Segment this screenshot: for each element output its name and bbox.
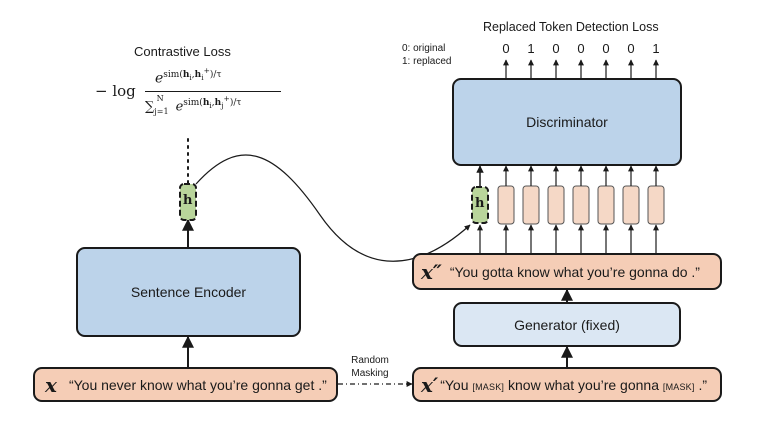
x-sentence: “You never know what you’re gonna get .” <box>68 376 327 393</box>
rtd-legend: 0: original 1: replaced <box>402 42 451 68</box>
generator-box: Generator (fixed) <box>453 302 681 347</box>
rtd-bit: 0 <box>602 41 610 56</box>
sentence-embedding-h-left <box>179 183 197 221</box>
formula-denominator: ∑j=1Nesim(hi,hj+)/τ <box>145 94 242 116</box>
token-vector <box>622 185 640 225</box>
x-double-prime-sentence: “You gotta know what you’re gonna do .” <box>449 263 700 280</box>
rtd-bit: 0 <box>577 41 585 56</box>
legend-replaced: 1: replaced <box>402 56 452 67</box>
sentence-encoder-label: Sentence Encoder <box>130 284 247 300</box>
curve-h-to-discriminator <box>195 154 471 262</box>
masked-sentence-x-prime: x′ “You [MASK] know what you’re gonna [M… <box>412 367 722 402</box>
token-vector <box>597 185 615 225</box>
generator-label: Generator (fixed) <box>514 316 620 333</box>
h-label-left: h <box>183 193 193 208</box>
rtd-bit: 0 <box>627 41 635 56</box>
discriminator-box: Discriminator <box>452 78 682 166</box>
formula-prefix: − log <box>95 82 136 100</box>
mask-token-1: [MASK] <box>472 381 505 392</box>
random-masking-label: Random Masking <box>345 354 395 380</box>
arrows-tokens-up <box>503 165 659 186</box>
discriminator-label: Discriminator <box>526 114 608 130</box>
token-vector <box>497 185 515 225</box>
x-double-prime-symbol: x″ <box>421 259 442 284</box>
rtd-loss-title: Replaced Token Detection Loss <box>483 20 659 34</box>
legend-original: 0: original <box>402 43 446 54</box>
rtd-bit: 0 <box>552 41 560 56</box>
sentence-encoder-box: Sentence Encoder <box>76 247 301 337</box>
contrastive-loss-formula: − log esim(hi,hi+)/τ ∑j=1Nesim(hi,hj+)/τ <box>95 66 285 116</box>
rtd-bit: 1 <box>652 41 660 56</box>
x-symbol: x <box>45 372 57 397</box>
contrastive-loss-title: Contrastive Loss <box>134 44 231 59</box>
x-prime-sentence: “You [MASK] know what you’re gonna [MASK… <box>440 376 708 393</box>
token-vector <box>572 185 590 225</box>
arrows-discriminator-out <box>503 59 659 78</box>
arrows-x2-to-tokens <box>477 224 659 253</box>
random-masking-line1: Random <box>351 355 389 366</box>
rtd-bit: 0 <box>502 41 510 56</box>
x-prime-symbol: x′ <box>421 372 439 397</box>
formula-numerator: esim(hi,hi+)/τ <box>155 66 222 87</box>
token-vector <box>522 185 540 225</box>
token-vector <box>647 185 665 225</box>
token-vectors <box>497 185 665 225</box>
replaced-sentence-x-double-prime: x″ “You gotta know what you’re gonna do … <box>412 253 722 290</box>
token-vector <box>547 185 565 225</box>
formula-bar <box>145 91 281 92</box>
mask-token-2: [MASK] <box>662 381 695 392</box>
input-sentence-x: x “You never know what you’re gonna get … <box>33 367 338 402</box>
rtd-bit: 1 <box>527 41 535 56</box>
h-label-right: h <box>475 196 485 211</box>
random-masking-line2: Masking <box>351 368 389 379</box>
